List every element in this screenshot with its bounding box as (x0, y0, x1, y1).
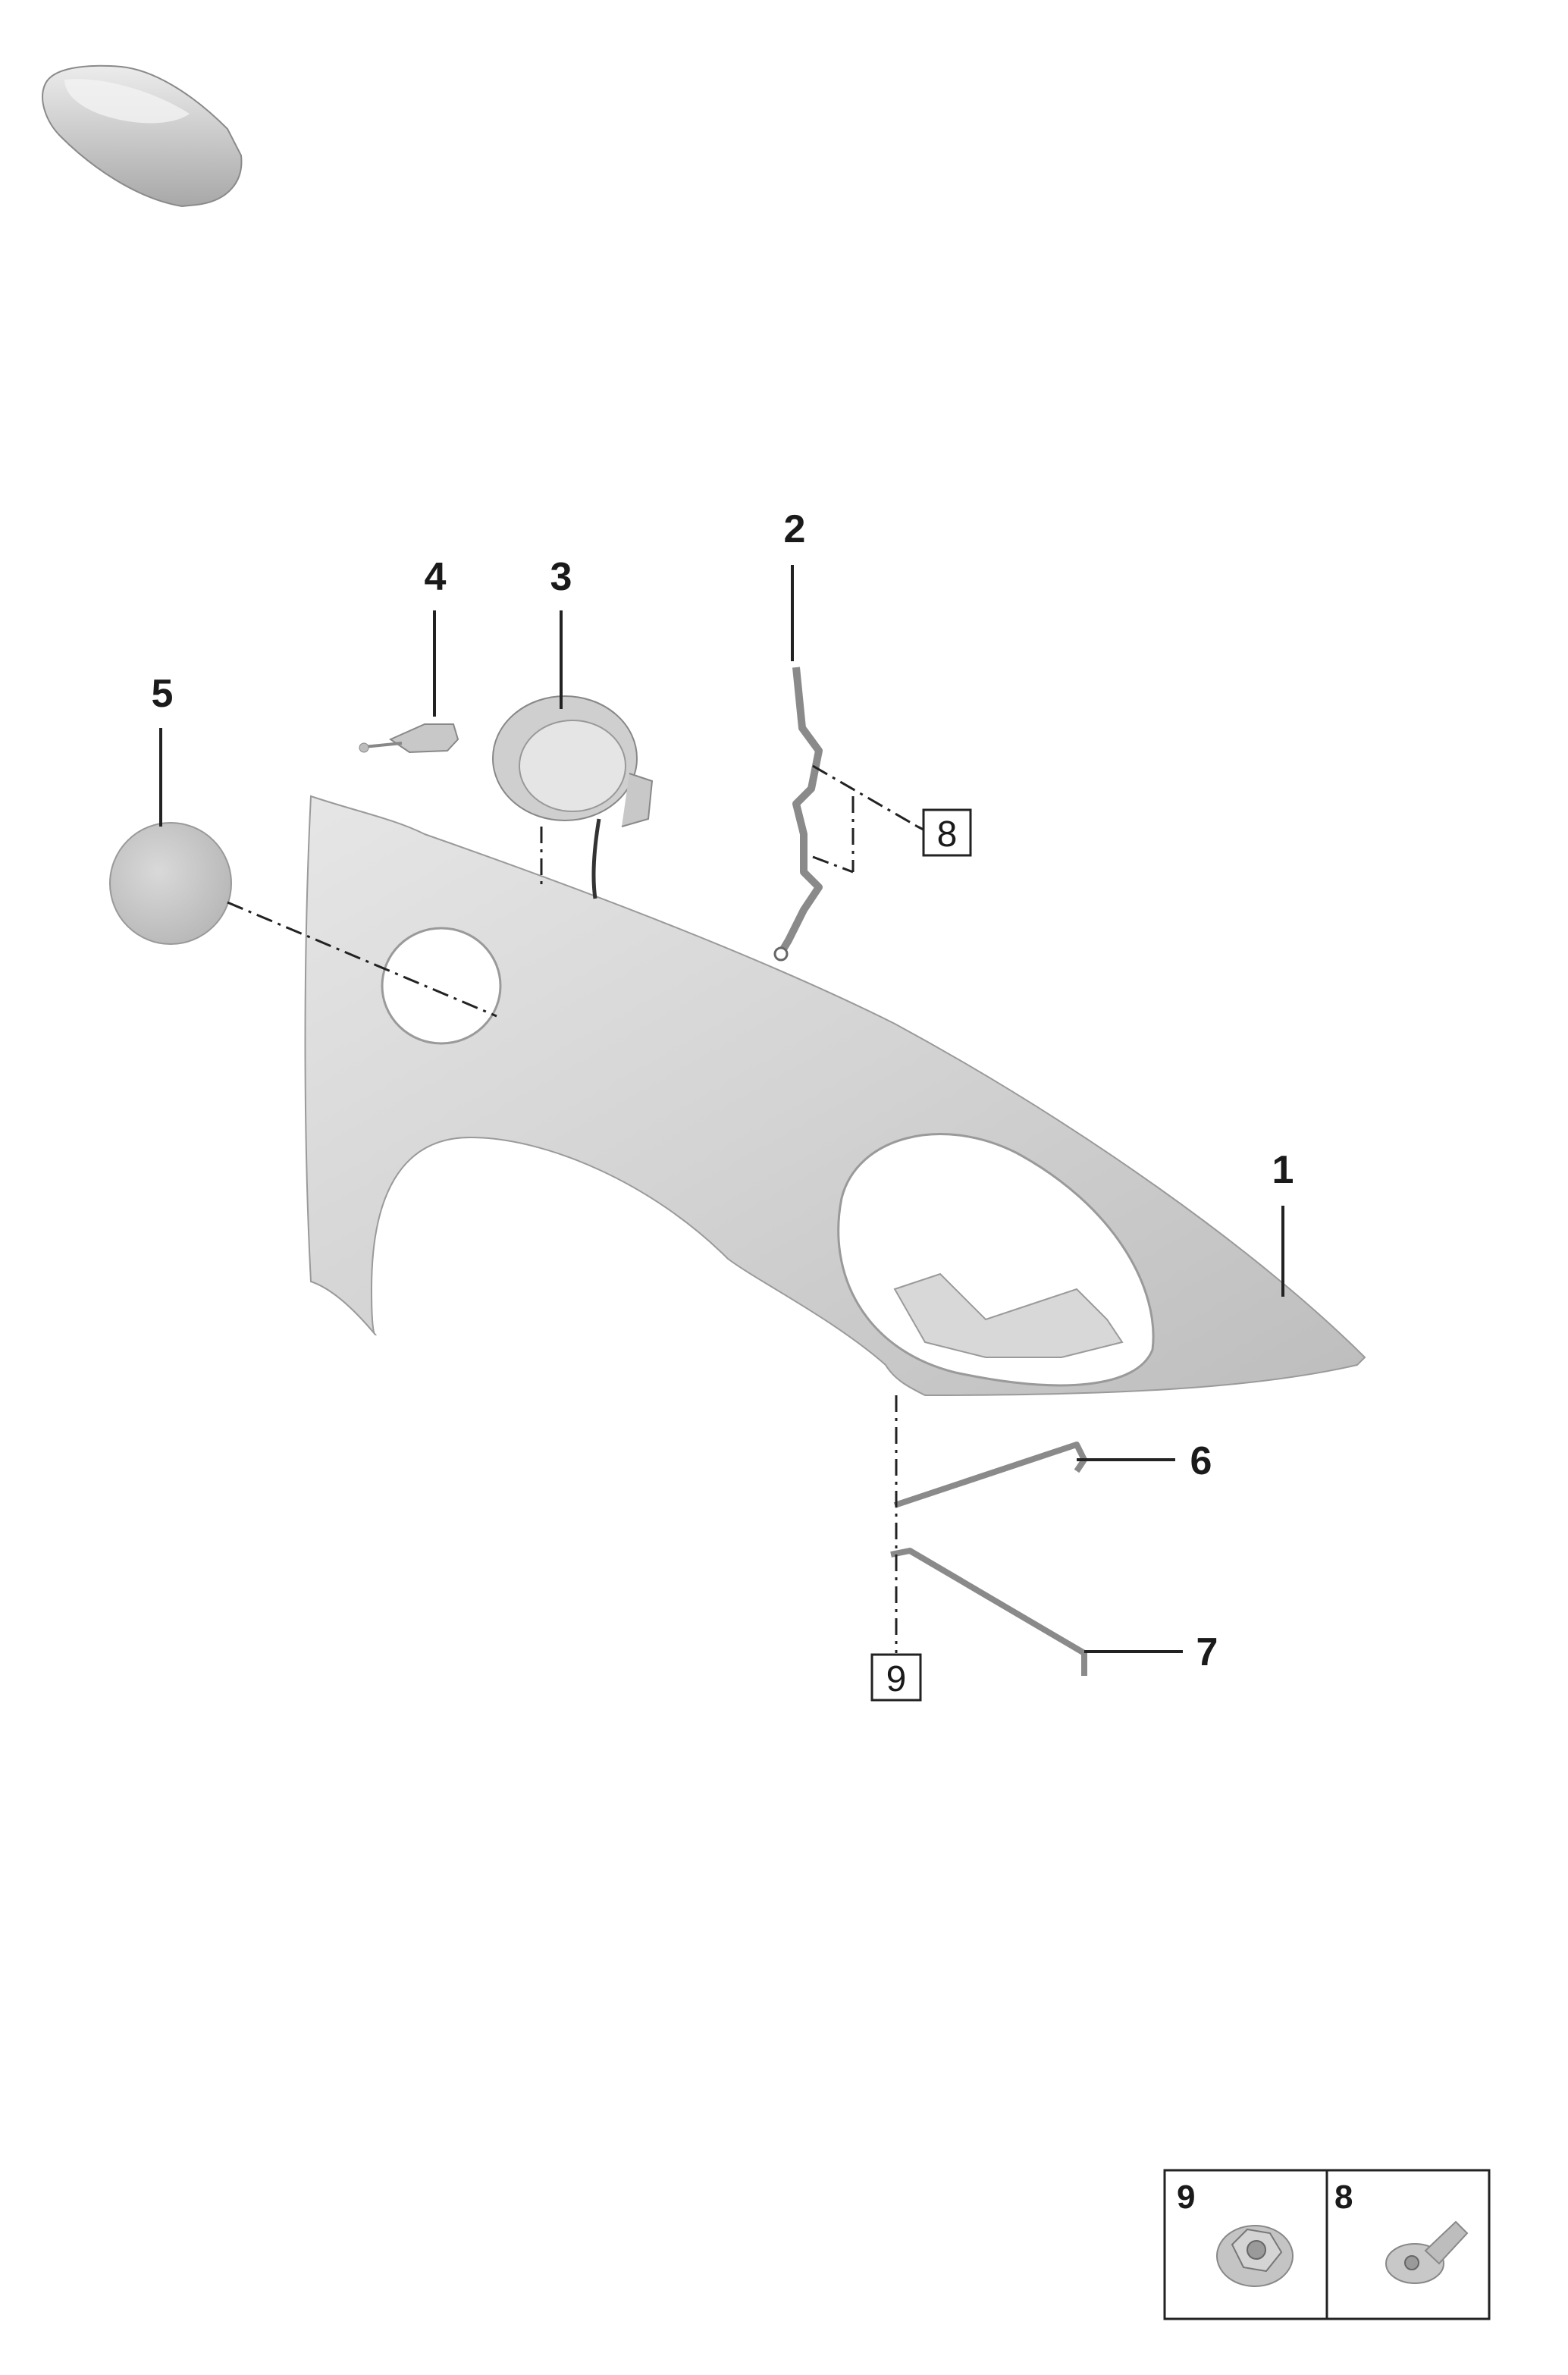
reference-box-9: 9 (870, 1653, 922, 1702)
callout-5: 5 (152, 672, 174, 716)
strut-6-part (893, 1442, 1087, 1508)
reference-8-label: 8 (937, 814, 958, 855)
callout-2: 2 (784, 507, 806, 551)
legend-label-9: 9 (1177, 2179, 1195, 2216)
callout-1: 1 (1272, 1148, 1294, 1192)
legend-label-8: 8 (1334, 2179, 1353, 2216)
assembly-lines (227, 764, 926, 1653)
callout-3: 3 (550, 555, 572, 599)
car-thumbnail-icon (42, 64, 243, 208)
hex-nut-icon (1216, 2225, 1294, 2287)
bracket-part (773, 667, 823, 962)
callout-7: 7 (1196, 1630, 1218, 1674)
leader-lines (159, 565, 1284, 1653)
callout-4: 4 (425, 555, 447, 599)
fuel-opening (381, 927, 502, 1045)
reference-box-8: 8 (922, 808, 972, 857)
actuator-part (359, 723, 459, 754)
callout-6: 6 (1190, 1439, 1212, 1483)
fender-part (304, 795, 1366, 1397)
fuel-cap-cover-part (109, 822, 232, 945)
strut-7-part (890, 1548, 1087, 1676)
reference-9-label: 9 (886, 1659, 907, 1699)
fastener-legend: 9 8 (1163, 2169, 1491, 2320)
fuel-filler-housing-part (492, 695, 654, 899)
screw-icon (1385, 2220, 1469, 2284)
